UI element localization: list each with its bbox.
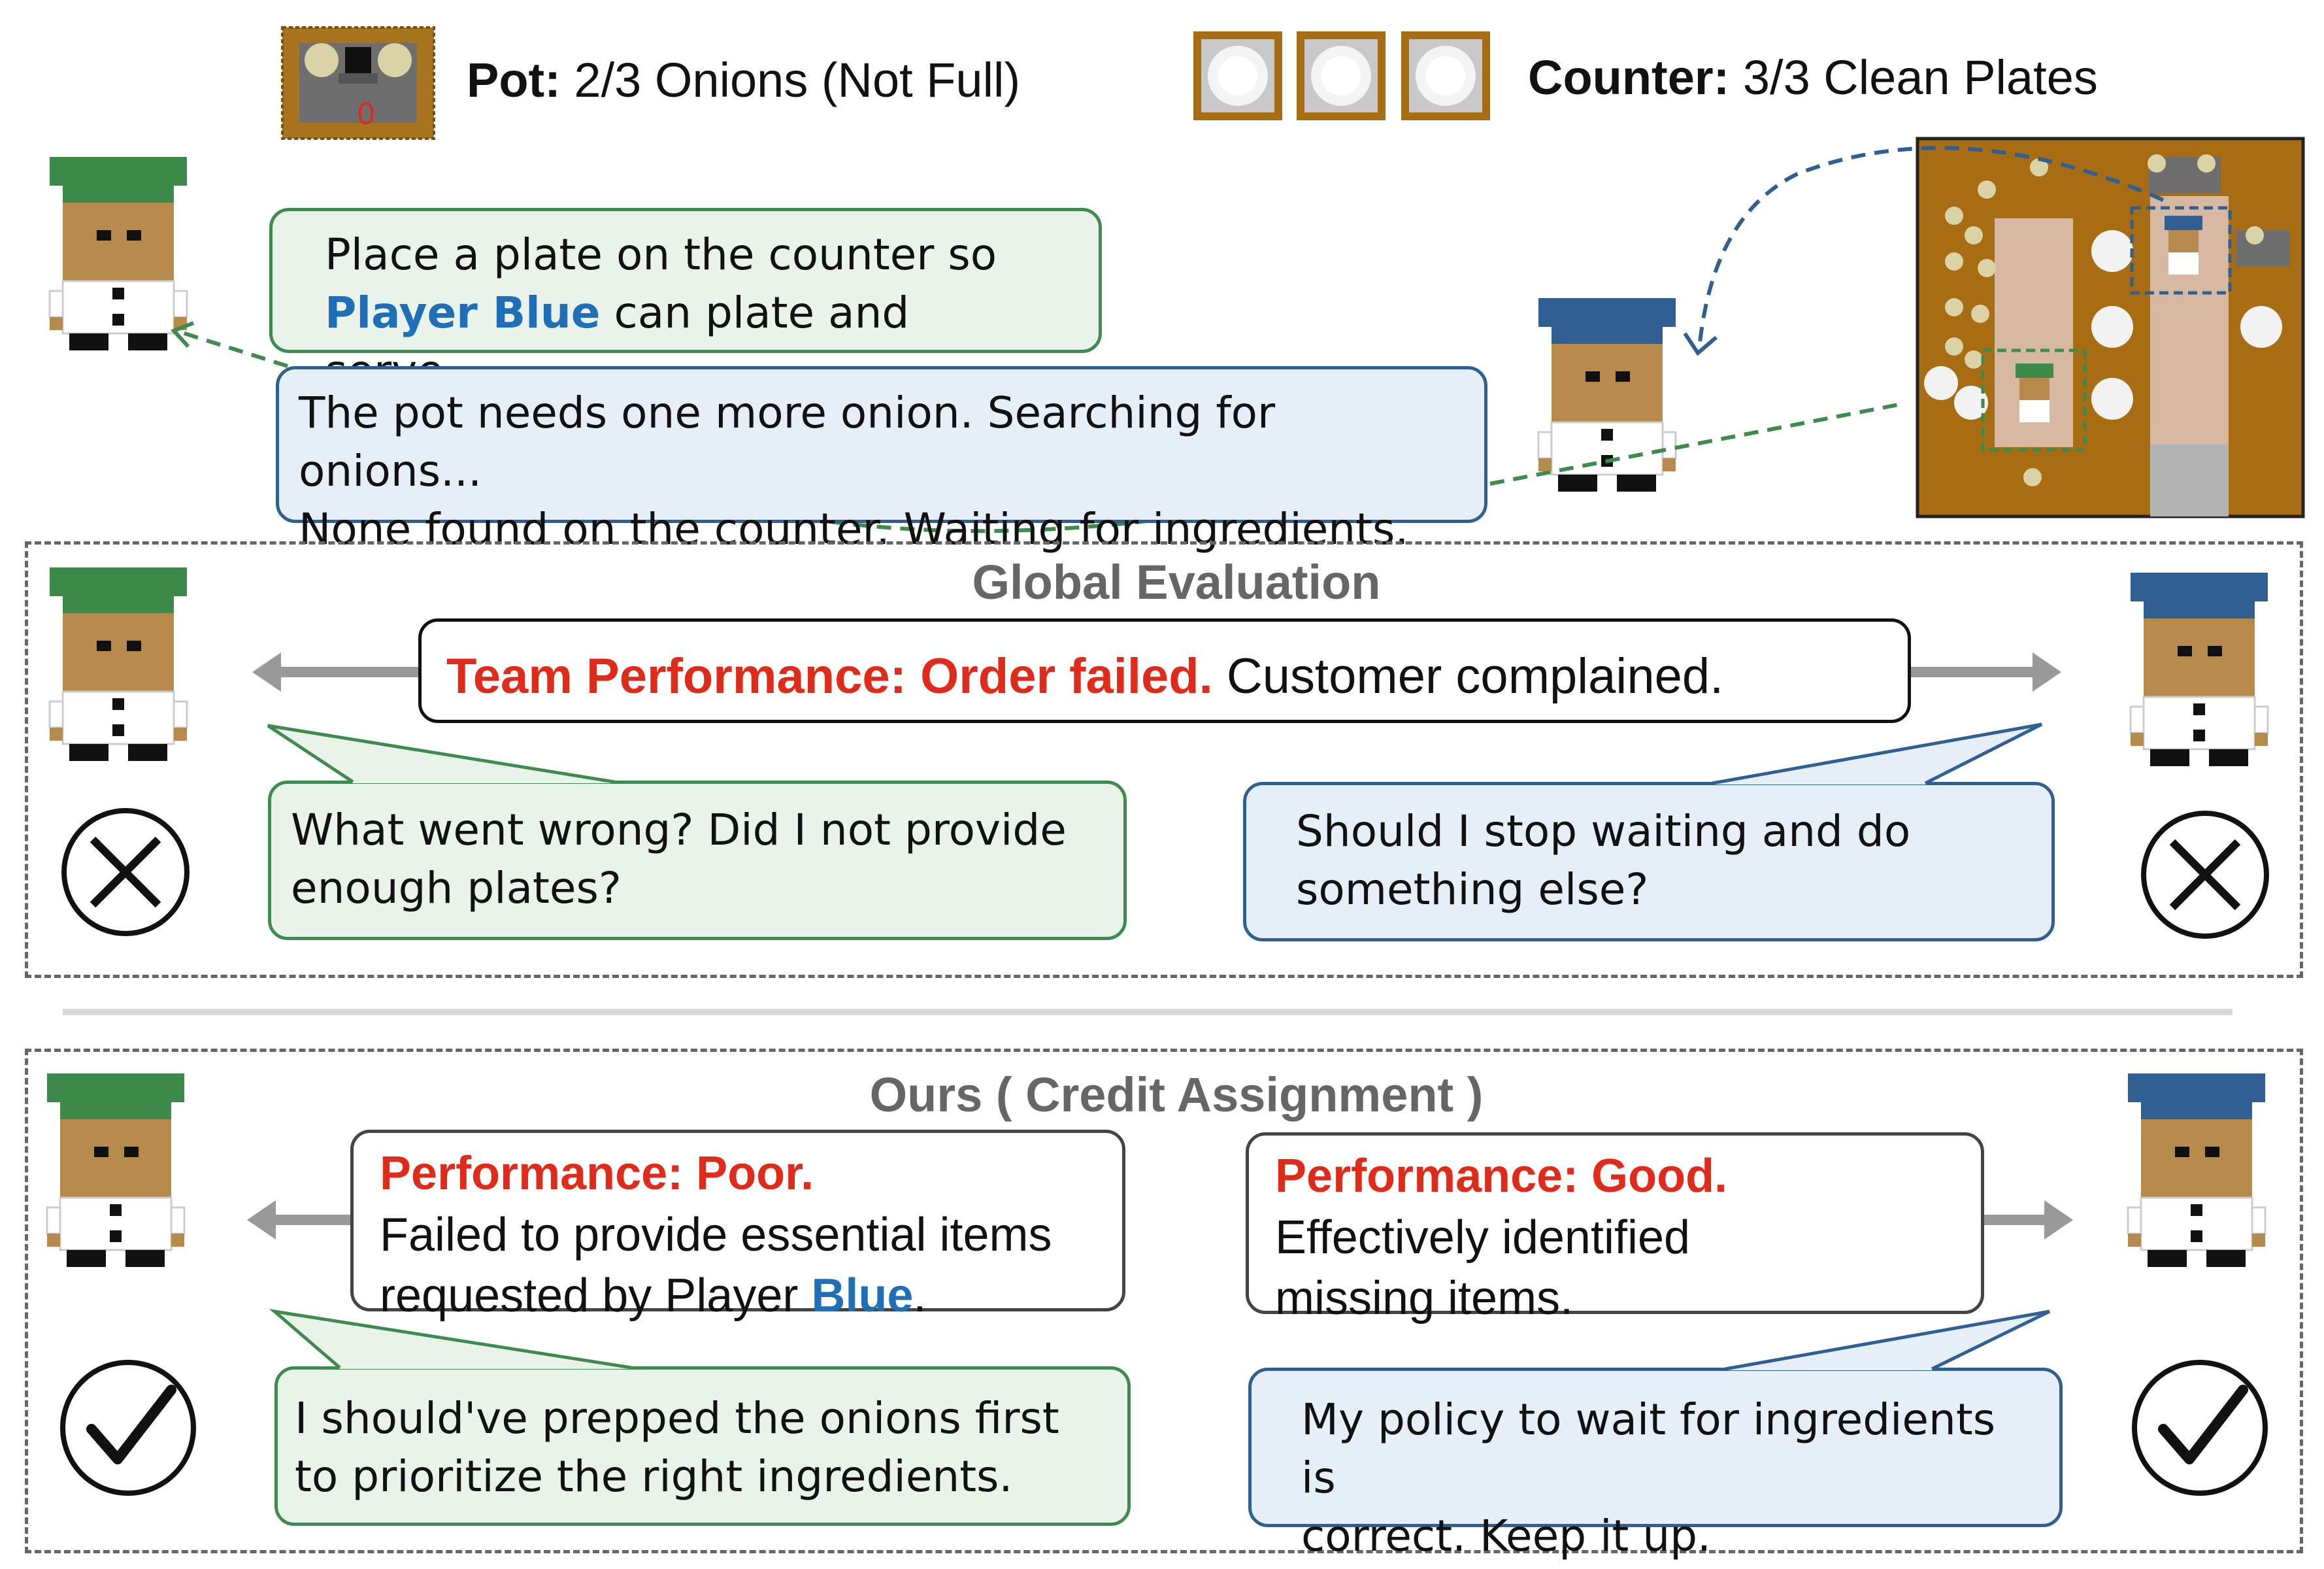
- green-reflection-line1: I should've prepped the onions first: [295, 1393, 1059, 1443]
- green-performance-line2: requested by Player: [380, 1270, 812, 1323]
- global-evaluation-title: Global Evaluation: [972, 555, 1381, 609]
- pot-value: 2/3 Onions (Not Full): [574, 53, 1021, 107]
- pot-label: Pot:: [467, 53, 561, 107]
- team-performance-box: Team Performance: Order failed. Customer…: [418, 618, 1911, 723]
- green-performance-label: Performance: Poor.: [380, 1147, 814, 1200]
- blue-question-line2: something else?: [1296, 864, 1649, 915]
- arrow-icon: [252, 652, 2061, 692]
- green-question-bubble: What went wrong? Did I not provide enoug…: [268, 781, 1127, 940]
- green-reflection-line2: to prioritize the right ingredients.: [295, 1451, 1013, 1502]
- team-performance-rest: Customer complained.: [1212, 649, 1724, 704]
- plate-icon: [1193, 31, 1490, 120]
- counter-legend: Counter: 3/3 Clean Plates: [1528, 50, 2098, 105]
- green-performance-box: Performance: Poor. Failed to provide ess…: [350, 1130, 1125, 1322]
- blue-reflection-line1: My policy to wait for ingredients is: [1301, 1394, 1996, 1504]
- arrow-icon: [247, 1200, 2073, 1240]
- pot-icon: [281, 26, 435, 140]
- green-reflection-bubble: I should've prepped the onions first to …: [274, 1366, 1131, 1526]
- blue-status-line2: None found on the counter. Waiting for i…: [299, 504, 1409, 555]
- green-question-line2: enough plates?: [291, 863, 622, 914]
- cross-icon: [2141, 811, 2269, 939]
- team-performance-label: Team Performance: Order failed.: [446, 649, 1213, 704]
- credit-assignment-title: Ours ( Credit Assignment ): [869, 1068, 1484, 1122]
- counter-label: Counter:: [1528, 50, 1730, 105]
- green-question-line1: What went wrong? Did I not provide: [291, 805, 1067, 855]
- blue-performance-line2: missing items.: [1275, 1272, 1574, 1325]
- counter-value: 3/3 Clean Plates: [1742, 50, 2098, 105]
- blue-status-bubble: The pot needs one more onion. Searching …: [276, 366, 1487, 554]
- player-blue-label: Player Blue: [325, 288, 601, 339]
- blue-reflection-line2: correct. Keep it up.: [1301, 1511, 1712, 1562]
- blue-status-line1: The pot needs one more onion. Searching …: [299, 388, 1276, 497]
- player-blue-mention: Blue: [811, 1270, 914, 1323]
- blue-reflection-bubble: My policy to wait for ingredients is cor…: [1248, 1368, 2063, 1561]
- green-performance-line1: Failed to provide essential items: [380, 1208, 1052, 1261]
- green-performance-period: .: [913, 1270, 927, 1323]
- check-icon: [2132, 1360, 2268, 1496]
- pot-legend: Pot: 2/3 Onions (Not Full): [467, 52, 1020, 108]
- credit-assignment-section: [25, 1049, 2303, 1553]
- green-instruction-line1: Place a plate on the counter so: [325, 229, 997, 280]
- pot-count: 0: [357, 97, 375, 131]
- blue-performance-box: Performance: Good. Effectively identifie…: [1246, 1132, 1984, 1324]
- blue-performance-label: Performance: Good.: [1275, 1150, 1728, 1202]
- blue-question-bubble: Should I stop waiting and do something e…: [1243, 782, 2055, 941]
- blue-performance-line1: Effectively identified: [1275, 1211, 1691, 1264]
- cross-icon: [61, 808, 190, 936]
- blue-question-line1: Should I stop waiting and do: [1296, 806, 1911, 856]
- global-evaluation-section: [25, 541, 2303, 978]
- chef-green-icon: [48, 156, 188, 352]
- check-icon: [60, 1360, 196, 1496]
- kitchen-map-icon: [1916, 137, 2305, 518]
- green-instruction-bubble: Place a plate on the counter so Player B…: [269, 208, 1102, 396]
